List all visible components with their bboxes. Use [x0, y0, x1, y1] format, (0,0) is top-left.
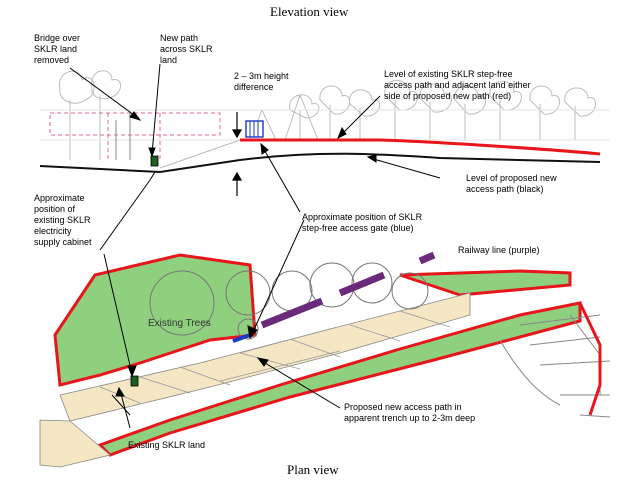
label-height-difference: 2 – 3m height difference	[234, 71, 289, 92]
label-proposed-level: Level of proposed new access path (black…	[466, 173, 557, 194]
removed-bridge-outline	[49, 112, 221, 160]
label-existing-trees: Existing Trees	[148, 318, 211, 329]
plan-view-title: Plan view	[287, 462, 339, 477]
label-railway-line: Railway line (purple)	[458, 245, 540, 255]
elevation-background-trees	[58, 70, 596, 160]
access-gate-plan	[232, 333, 251, 343]
label-existing-level: Level of existing SKLR step-free access …	[384, 69, 531, 101]
proposed-level-line	[39, 152, 601, 174]
label-new-path: New path across SKLR land	[160, 33, 213, 65]
access-gate-elevation	[245, 120, 264, 138]
elevation-view-title: Elevation view	[270, 4, 349, 19]
elevation-drawing	[39, 63, 610, 196]
proposed-path-band	[59, 292, 471, 422]
label-access-gate: Approximate position of SKLR step-free a…	[302, 212, 423, 233]
label-proposed-trench: Proposed new access path in apparent tre…	[344, 402, 476, 423]
electricity-cabinet-plan	[130, 375, 139, 387]
electricity-cabinet	[150, 155, 159, 167]
label-bridge-removed: Bridge over SKLR land removed	[34, 33, 81, 65]
label-electricity-cabinet: Approximate position of existing SKLR el…	[34, 193, 92, 247]
existing-level-line	[240, 138, 601, 156]
plan-drawing	[39, 251, 611, 468]
label-existing-sklr-land: Existing SKLR land	[128, 440, 206, 450]
